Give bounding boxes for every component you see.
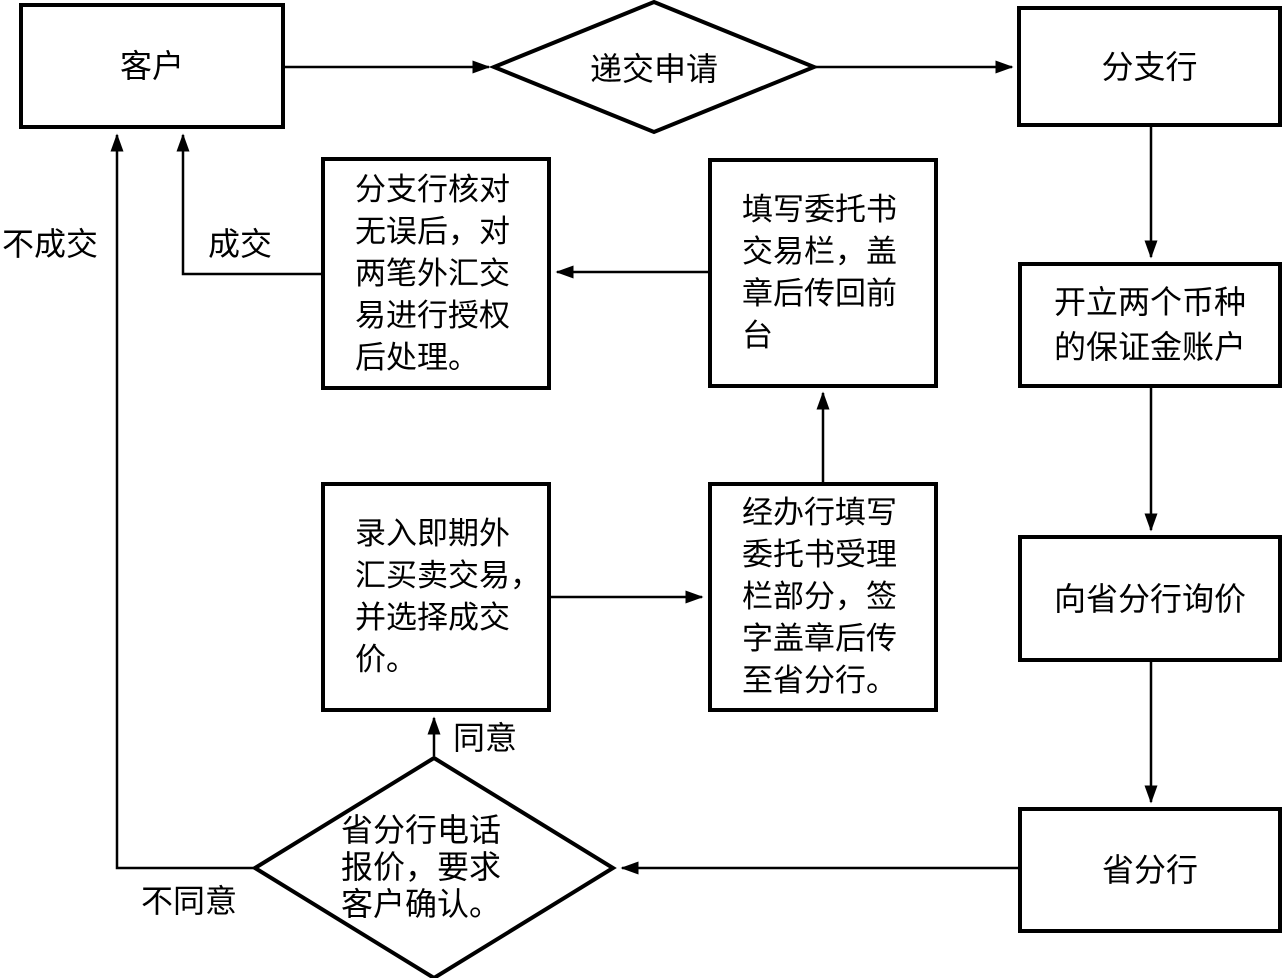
node-inquire-price-label: 向省分行询价 (1053, 580, 1246, 617)
submit-application-text: 递交申请 (589, 51, 718, 87)
edge-confirm-to-customer-no-deal (110, 133, 255, 870)
node-fill-acceptance-column-label: 经办行填写 委托书受理 栏部分，签 字盖章后传 至省分行。 (742, 495, 897, 698)
node-provincial-branch-label: 省分行 (1101, 852, 1198, 888)
node-customer: 客户 (19, 3, 285, 129)
node-provincial-branch: 省分行 (1018, 807, 1282, 933)
node-open-account: 开立两个币种 的保证金账户 (1018, 262, 1282, 388)
node-branch: 分支行 (1017, 6, 1282, 127)
edge-label-disagree: 不同意 (141, 883, 238, 919)
node-verify-authorize: 分支行核对 无误后，对 两笔外汇交 易进行授权 后处理。 (321, 157, 551, 390)
node-fill-acceptance-column: 经办行填写 委托书受理 栏部分，签 字盖章后传 至省分行。 (708, 482, 938, 712)
submit-application-diamond-label: 递交申请 (494, 2, 814, 132)
phone-quote-diamond (251, 755, 617, 978)
edge-verify-to-customer-deal (176, 133, 321, 276)
submit-application-diamond (488, 0, 820, 135)
phone-quote-diamond-label: 省分行电话 报价，要求 客户确认。 (341, 812, 541, 932)
edge-label-deal: 成交 (208, 226, 273, 262)
node-open-account-label: 开立两个币种 的保证金账户 (1053, 284, 1246, 365)
node-record-trade-label: 录入即期外 汇买卖交易， 并选择成交 价。 (355, 516, 541, 677)
edge-label-no-deal: 不成交 (2, 226, 99, 262)
node-branch-label: 分支行 (1101, 48, 1198, 85)
node-inquire-price: 向省分行询价 (1018, 535, 1282, 662)
phone-quote-text: 省分行电话 报价，要求 客户确认。 (341, 812, 502, 922)
node-record-trade: 录入即期外 汇买卖交易， 并选择成交 价。 (321, 482, 551, 712)
edge-label-agree: 同意 (453, 720, 518, 756)
node-fill-transaction-column-label: 填写委托书 交易栏，盖 章后传回前 台 (742, 192, 897, 353)
node-fill-transaction-column: 填写委托书 交易栏，盖 章后传回前 台 (708, 158, 938, 388)
node-verify-authorize-label: 分支行核对 无误后，对 两笔外汇交 易进行授权 后处理。 (355, 171, 510, 375)
node-customer-label: 客户 (119, 48, 184, 84)
